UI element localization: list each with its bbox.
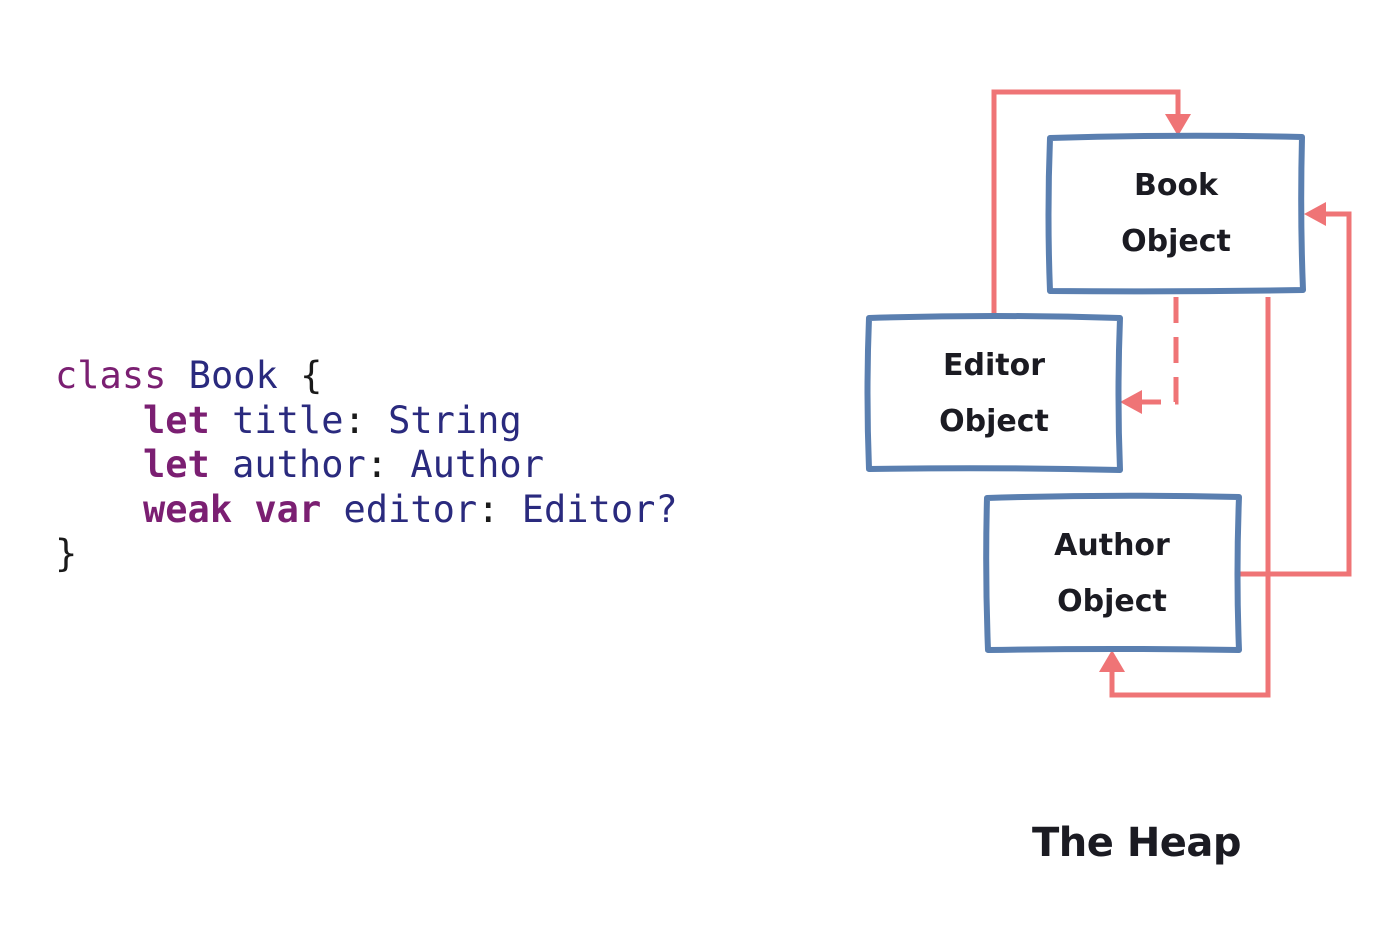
type-string: String bbox=[388, 398, 522, 442]
editor-object-outline bbox=[864, 313, 1123, 473]
keyword-var: var bbox=[254, 487, 322, 531]
heap-title: The Heap bbox=[1032, 820, 1242, 866]
brace-close: } bbox=[55, 532, 78, 575]
book-object-label-line2: Object bbox=[1121, 224, 1231, 259]
property-author: author bbox=[232, 443, 366, 486]
colon-editor: : bbox=[477, 487, 500, 531]
book-object-box: Book Object bbox=[1045, 132, 1306, 295]
arrow-into-book-right bbox=[1304, 202, 1326, 226]
author-object-label-line1: Author bbox=[1054, 528, 1170, 563]
keyword-weak: weak bbox=[143, 487, 233, 531]
code-line-class-declaration: class Book { bbox=[55, 354, 678, 399]
book-to-editor-weak-reference bbox=[1140, 297, 1179, 405]
author-object-label-line2: Object bbox=[1057, 584, 1167, 619]
arrow-into-book-top bbox=[1165, 114, 1191, 136]
property-title: title bbox=[232, 398, 344, 442]
editor-object-box: Editor Object bbox=[864, 313, 1123, 473]
arrow-into-author-bottom bbox=[1099, 650, 1125, 672]
brace-open: { bbox=[300, 354, 323, 397]
author-object-outline bbox=[983, 492, 1242, 653]
property-editor: editor bbox=[343, 487, 478, 531]
editor-object-label-line1: Editor bbox=[943, 348, 1045, 383]
code-line-title: let title: String bbox=[55, 399, 678, 444]
class-name: Book bbox=[188, 354, 278, 397]
editor-to-book-reference bbox=[991, 89, 1181, 317]
code-line-editor: weak var editor: Editor? bbox=[55, 488, 678, 533]
code-line-author: let author: Author bbox=[55, 443, 678, 488]
colon-title: : bbox=[343, 398, 366, 442]
book-to-author-reference bbox=[1109, 297, 1271, 698]
arrow-into-editor-right bbox=[1120, 390, 1142, 414]
keyword-class: class bbox=[55, 354, 167, 397]
code-line-close: } bbox=[55, 532, 678, 577]
book-object-outline bbox=[1045, 132, 1306, 295]
book-object-label-line1: Book bbox=[1134, 168, 1219, 203]
author-to-book-reference bbox=[1240, 211, 1352, 577]
author-object-box: Author Object bbox=[983, 492, 1242, 653]
type-author: Author bbox=[410, 443, 544, 486]
keyword-let-title: let bbox=[143, 398, 210, 442]
keyword-let-author: let bbox=[143, 443, 210, 486]
colon-author: : bbox=[365, 443, 389, 486]
editor-object-label-line2: Object bbox=[939, 404, 1049, 439]
type-editor-optional: Editor? bbox=[521, 487, 678, 531]
